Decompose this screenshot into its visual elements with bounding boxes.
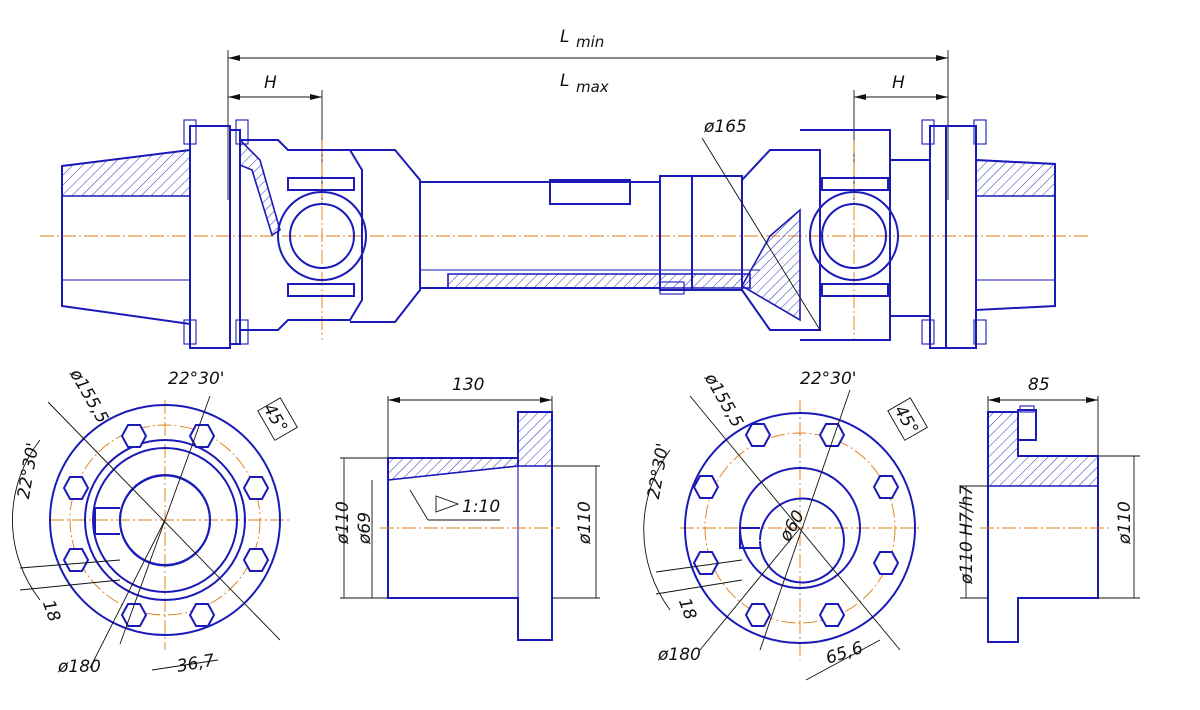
h-right-label: H: [892, 73, 905, 93]
h-left-label: H: [264, 73, 277, 93]
width-130-label: 130: [452, 375, 484, 395]
d155-label: ø155,5: [65, 365, 112, 427]
left-hub: [61, 119, 249, 349]
bolt-heads-right: [692, 423, 900, 627]
angle-left-right-label: 22°30': [644, 442, 673, 501]
shaft-tube: [419, 175, 760, 295]
l-max-label: L: [560, 71, 569, 91]
h-dimension-left: H: [228, 73, 323, 200]
angle-top-right-label: 22°30': [800, 369, 856, 389]
width-85-label: 85: [1028, 375, 1050, 395]
d180-right-label: ø180: [657, 645, 701, 665]
bolt-heads: [62, 424, 270, 627]
d110-right-label: ø110: [1115, 501, 1135, 545]
d155-right-label: ø155,5: [699, 369, 746, 431]
dim-65-label: 65,6: [823, 638, 865, 669]
d110-outer-label: ø110: [333, 501, 353, 545]
taper-callout: 1:10: [409, 489, 500, 521]
angle-45-label: 45°: [259, 400, 291, 436]
l-max-subscript: max: [576, 78, 609, 96]
angle-top-label: 22°30': [168, 369, 224, 389]
d60-label: ø60: [775, 507, 809, 546]
d69-label: ø69: [355, 512, 375, 545]
right-yoke: ø165: [701, 117, 931, 341]
d165-label: ø165: [703, 117, 747, 137]
d110-inner-label: ø110: [575, 501, 595, 545]
right-flange-view: ø155,5 22°30' 45° 22°30' ø60 ø180 18 65,…: [643, 369, 928, 681]
left-flange-view: ø155,5 22°30' 45° 22°30' ø180 18 36,7: [12, 365, 298, 677]
left-hub-section: 130 ø110 ø69 1:10 ø110: [333, 375, 600, 641]
left-yoke: [239, 138, 421, 331]
l-min-label: L: [560, 27, 569, 47]
dim-18-label: 18: [38, 597, 64, 624]
bolt-circle: [69, 424, 261, 616]
fit-label: ø110 H7/h7: [957, 485, 977, 585]
right-hub-section: 85 ø110 H7/h7 ø110: [957, 375, 1140, 643]
overall-length-dimension: L min L max: [227, 27, 949, 200]
right-hub: [921, 119, 1056, 349]
angle-left-label: 22°30': [14, 441, 43, 500]
taper-label: 1:10: [462, 497, 500, 517]
d180-label: ø180: [57, 657, 101, 677]
dim-18-right-label: 18: [674, 595, 700, 622]
assembly-view: L min L max H H: [40, 27, 1090, 349]
l-min-subscript: min: [576, 33, 604, 51]
